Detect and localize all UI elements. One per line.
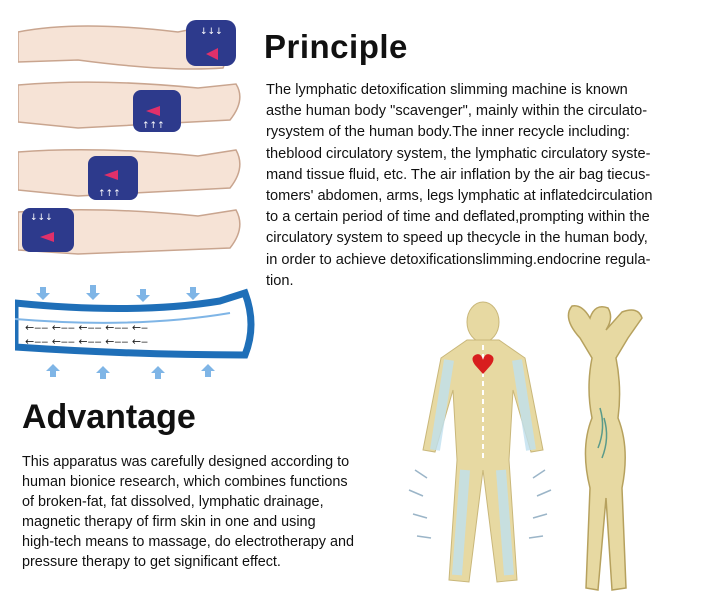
svg-text:↓↓↓: ↓↓↓ — [200, 27, 223, 37]
principle-line: circulatory system to speed up thecycle … — [266, 230, 648, 247]
advantage-heading: Advantage — [22, 398, 196, 436]
leg-stage-2: ↑↑↑ — [18, 81, 241, 132]
red-arrow-1 — [206, 48, 218, 60]
advantage-line: magnetic therapy of firm skin in one and… — [22, 514, 316, 530]
leg-stage-4: ↓↓↓ — [18, 208, 241, 255]
advantage-line: This apparatus was carefully designed ac… — [22, 454, 350, 470]
principle-line: in order to achieve detoxificationslimmi… — [266, 251, 651, 268]
principle-heading: Principle — [264, 28, 408, 65]
svg-text:↑↑↑: ↑↑↑ — [98, 189, 121, 199]
heart-icon — [472, 354, 494, 374]
advantage-line: human bionice research, which combines f… — [22, 474, 348, 490]
flow-arrows — [408, 469, 552, 539]
air-tube-diagram: ←‒‒ ←‒‒ ←‒‒ ←‒‒ ←‒ ←‒‒ ←‒‒ ←‒‒ ←‒‒ ←‒ — [15, 285, 255, 379]
body-lymph-figure — [408, 301, 552, 583]
slim-pose-figure — [567, 305, 643, 591]
principle-line: theblood circulatory system, the lymphat… — [266, 145, 651, 162]
svg-text:←‒‒ ←‒‒ ←‒‒ ←‒‒ ←‒: ←‒‒ ←‒‒ ←‒‒ ←‒‒ ←‒ — [25, 335, 148, 348]
cuff-4 — [22, 208, 74, 252]
leg-compression-illustration: ↓↓↓ ↑↑↑ ↑↑↑ ↓↓↓ — [18, 20, 241, 255]
red-arrow-3 — [104, 170, 118, 180]
svg-text:↓↓↓: ↓↓↓ — [30, 213, 53, 223]
red-arrow-4 — [40, 232, 54, 242]
principle-line: tion. — [266, 272, 294, 289]
pressure-arrows — [36, 285, 215, 379]
svg-text:←‒‒ ←‒‒ ←‒‒ ←‒‒ ←‒: ←‒‒ ←‒‒ ←‒‒ ←‒‒ ←‒ — [25, 321, 148, 334]
leg-stage-1: ↓↓↓ — [18, 20, 236, 70]
principle-line: asthe human body "scavenger", mainly wit… — [266, 103, 648, 120]
advantage-paragraph: This apparatus was carefully designed ac… — [22, 452, 412, 572]
principle-line: to a certain period of time and deflated… — [266, 209, 650, 226]
red-arrow-2 — [146, 106, 160, 116]
principle-line: rysystem of the human body.The inner rec… — [266, 124, 630, 141]
principle-line: mand tissue fluid, etc. The air inflatio… — [266, 166, 651, 183]
svg-text:↑↑↑: ↑↑↑ — [142, 121, 165, 131]
principle-line: tomers' abdomen, arms, legs lymphatic at… — [266, 188, 653, 205]
principle-paragraph: The lymphatic detoxification slimming ma… — [266, 80, 716, 292]
principle-line: The lymphatic detoxification slimming ma… — [266, 82, 628, 98]
cuff-1 — [186, 20, 236, 66]
advantage-line: high-tech means to massage, do electroth… — [22, 534, 354, 550]
leg-stage-3: ↑↑↑ — [18, 149, 241, 200]
advantage-line: of broken-fat, fat dissolved, lymphatic … — [22, 494, 324, 510]
advantage-line: pressure therapy to get significant effe… — [22, 554, 281, 570]
